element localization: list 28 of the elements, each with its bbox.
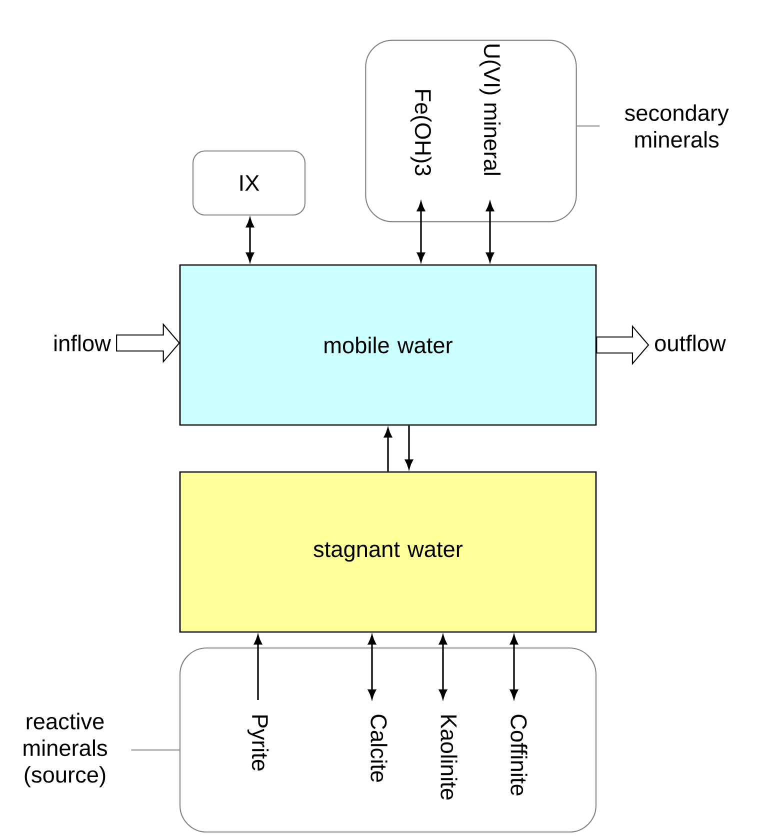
group-label: secondary minerals [624, 104, 729, 148]
mineral-label: Calcite [370, 714, 388, 782]
arrow [254, 635, 262, 700]
mineral-group-box [365, 40, 577, 222]
leader-line [576, 125, 600, 127]
group-label: reactive minerals (source) [24, 712, 107, 788]
arrow [404, 426, 414, 469]
block-arrow [596, 324, 650, 366]
water-box: mobile water [179, 264, 597, 426]
mineral-label: U(VI) mineral [479, 44, 501, 175]
mineral-label: Pyrite [247, 715, 269, 771]
mineral-group-box [179, 647, 597, 833]
arrow [368, 635, 376, 699]
water-box: stagnant water [179, 471, 597, 633]
arrow [384, 428, 392, 472]
flow-label: outflow [655, 334, 726, 352]
arrow [246, 218, 254, 262]
arrow [486, 202, 494, 262]
mineral-label: Fe(OH)3 [410, 90, 432, 176]
ion-exchange-box: IX [192, 150, 306, 216]
block-arrow [116, 322, 180, 364]
arrow [438, 635, 448, 699]
arrow [510, 635, 518, 699]
mineral-label: Coffinite [510, 714, 528, 796]
flow-label: inflow [54, 334, 111, 352]
arrow [416, 202, 426, 262]
mineral-label: Kaolinite [440, 715, 458, 800]
leader-line [131, 749, 180, 751]
